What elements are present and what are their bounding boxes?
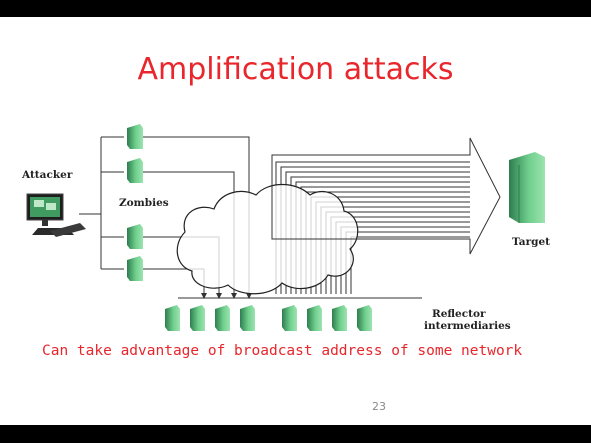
cloud-icon <box>176 184 359 295</box>
reflector-label-line1: Reflector <box>432 308 486 320</box>
arrow-icon <box>271 137 501 255</box>
zombie-server-icon <box>127 124 143 149</box>
slide-title: Amplification attacks <box>137 52 454 87</box>
reflector-server-icon <box>215 305 230 331</box>
attacker-links <box>79 136 124 270</box>
reflector-server-icon <box>240 305 255 331</box>
reflector-server-icon <box>165 305 180 331</box>
attacker-label: Attacker <box>22 169 73 181</box>
reflector-servers <box>165 305 372 331</box>
slide: Amplification attacks <box>0 17 591 425</box>
reflector-server-icon <box>332 305 347 331</box>
page-number: 23 <box>372 400 386 413</box>
zombies-label: Zombies <box>119 197 169 209</box>
reflector-server-icon <box>307 305 322 331</box>
amplification-diagram <box>26 124 545 331</box>
attacker-computer-icon <box>26 193 86 237</box>
zombie-arrowheads <box>201 293 252 299</box>
reflector-server-icon <box>190 305 205 331</box>
reflector-server-icon <box>282 305 297 331</box>
reflector-label-line2: intermediaries <box>424 320 511 332</box>
zombie-server-icon <box>127 256 143 281</box>
zombie-servers <box>127 124 143 281</box>
slide-caption: Can take advantage of broadcast address … <box>42 343 523 359</box>
zombie-server-icon <box>127 158 143 183</box>
target-server-icon <box>509 152 545 223</box>
target-label: Target <box>512 236 551 248</box>
zombie-server-icon <box>127 224 143 249</box>
reflector-server-icon <box>357 305 372 331</box>
